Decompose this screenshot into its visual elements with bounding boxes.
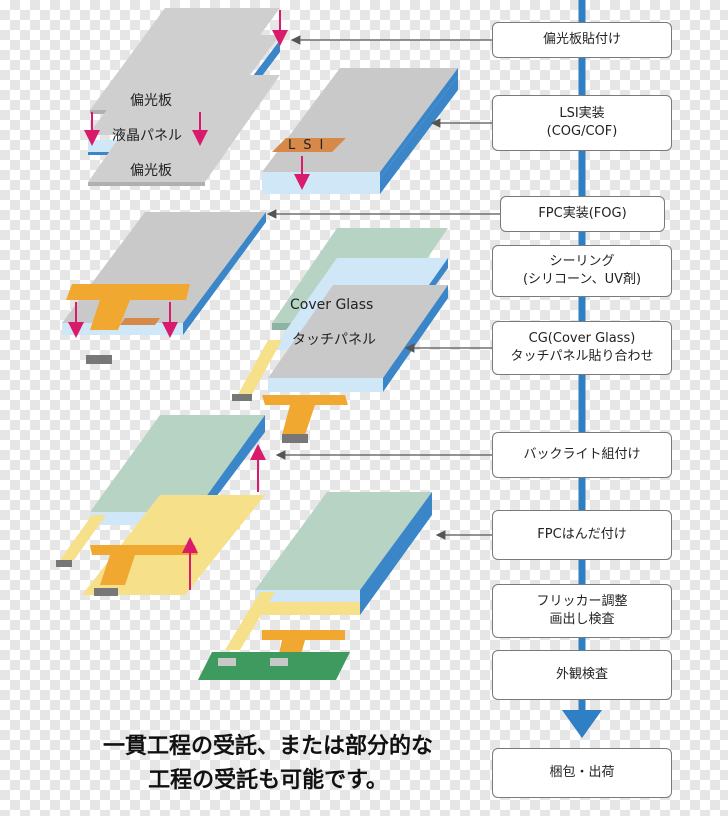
step-backlight-assembly: バックライト組付け bbox=[492, 432, 672, 478]
step-text: 画出し検査 bbox=[549, 612, 615, 627]
lcd-panel-stack bbox=[84, 8, 288, 186]
step-sealing: シーリング (シリコーン、UV剤) bbox=[492, 245, 672, 297]
step-packing-shipping: 梱包・出荷 bbox=[492, 748, 672, 798]
lsi-mount-stack bbox=[262, 68, 458, 194]
label-lcd-panel: 液晶パネル bbox=[112, 128, 182, 144]
caption: 一貫工程の受託、または部分的な 工程の受託も可能です。 bbox=[68, 730, 468, 798]
step-fpc-mount: FPC実装(FOG) bbox=[500, 196, 665, 232]
backlight-stack bbox=[56, 415, 266, 596]
step-text: FPCはんだ付け bbox=[537, 527, 627, 542]
leader-arrows bbox=[266, 35, 500, 540]
label-lsi: LSI bbox=[288, 138, 332, 153]
flow-arrow-head bbox=[562, 710, 602, 738]
step-text: (COG/COF) bbox=[546, 124, 618, 139]
step-polarizer-attach: 偏光板貼付け bbox=[492, 22, 672, 58]
step-cover-glass-bonding: CG(Cover Glass) タッチパネル貼り合わせ bbox=[492, 321, 672, 375]
step-text: シーリング bbox=[549, 254, 615, 269]
step-fpc-soldering: FPCはんだ付け bbox=[492, 510, 672, 560]
caption-line-2: 工程の受託も可能です。 bbox=[148, 768, 388, 793]
label-cover-glass: Cover Glass bbox=[290, 297, 374, 313]
step-text: 偏光板貼付け bbox=[542, 32, 621, 47]
step-lsi-mount: LSI実装 (COG/COF) bbox=[492, 95, 672, 151]
step-text: (シリコーン、UV剤) bbox=[522, 272, 642, 287]
pcb-stack bbox=[198, 492, 432, 680]
label-polarizer-top: 偏光板 bbox=[130, 93, 172, 109]
step-text: バックライト組付け bbox=[523, 447, 641, 462]
step-text: CG(Cover Glass) bbox=[528, 331, 636, 346]
label-touch-panel: タッチパネル bbox=[292, 332, 376, 348]
step-text: LSI実装 bbox=[559, 106, 605, 121]
step-visual-inspection: 外観検査 bbox=[492, 650, 672, 700]
step-flicker-adjust: フリッカー調整 画出し検査 bbox=[492, 584, 672, 638]
step-text: 外観検査 bbox=[555, 667, 608, 682]
step-text: タッチパネル貼り合わせ bbox=[510, 349, 654, 364]
label-polarizer-bottom: 偏光板 bbox=[130, 163, 172, 179]
step-text: FPC実装(FOG) bbox=[538, 206, 627, 221]
step-text: フリッカー調整 bbox=[536, 594, 628, 609]
step-text: 梱包・出荷 bbox=[549, 765, 615, 780]
caption-line-1: 一貫工程の受託、または部分的な bbox=[102, 734, 433, 759]
cover-glass-stack bbox=[232, 228, 448, 443]
fpc-mount-stack bbox=[62, 212, 266, 364]
